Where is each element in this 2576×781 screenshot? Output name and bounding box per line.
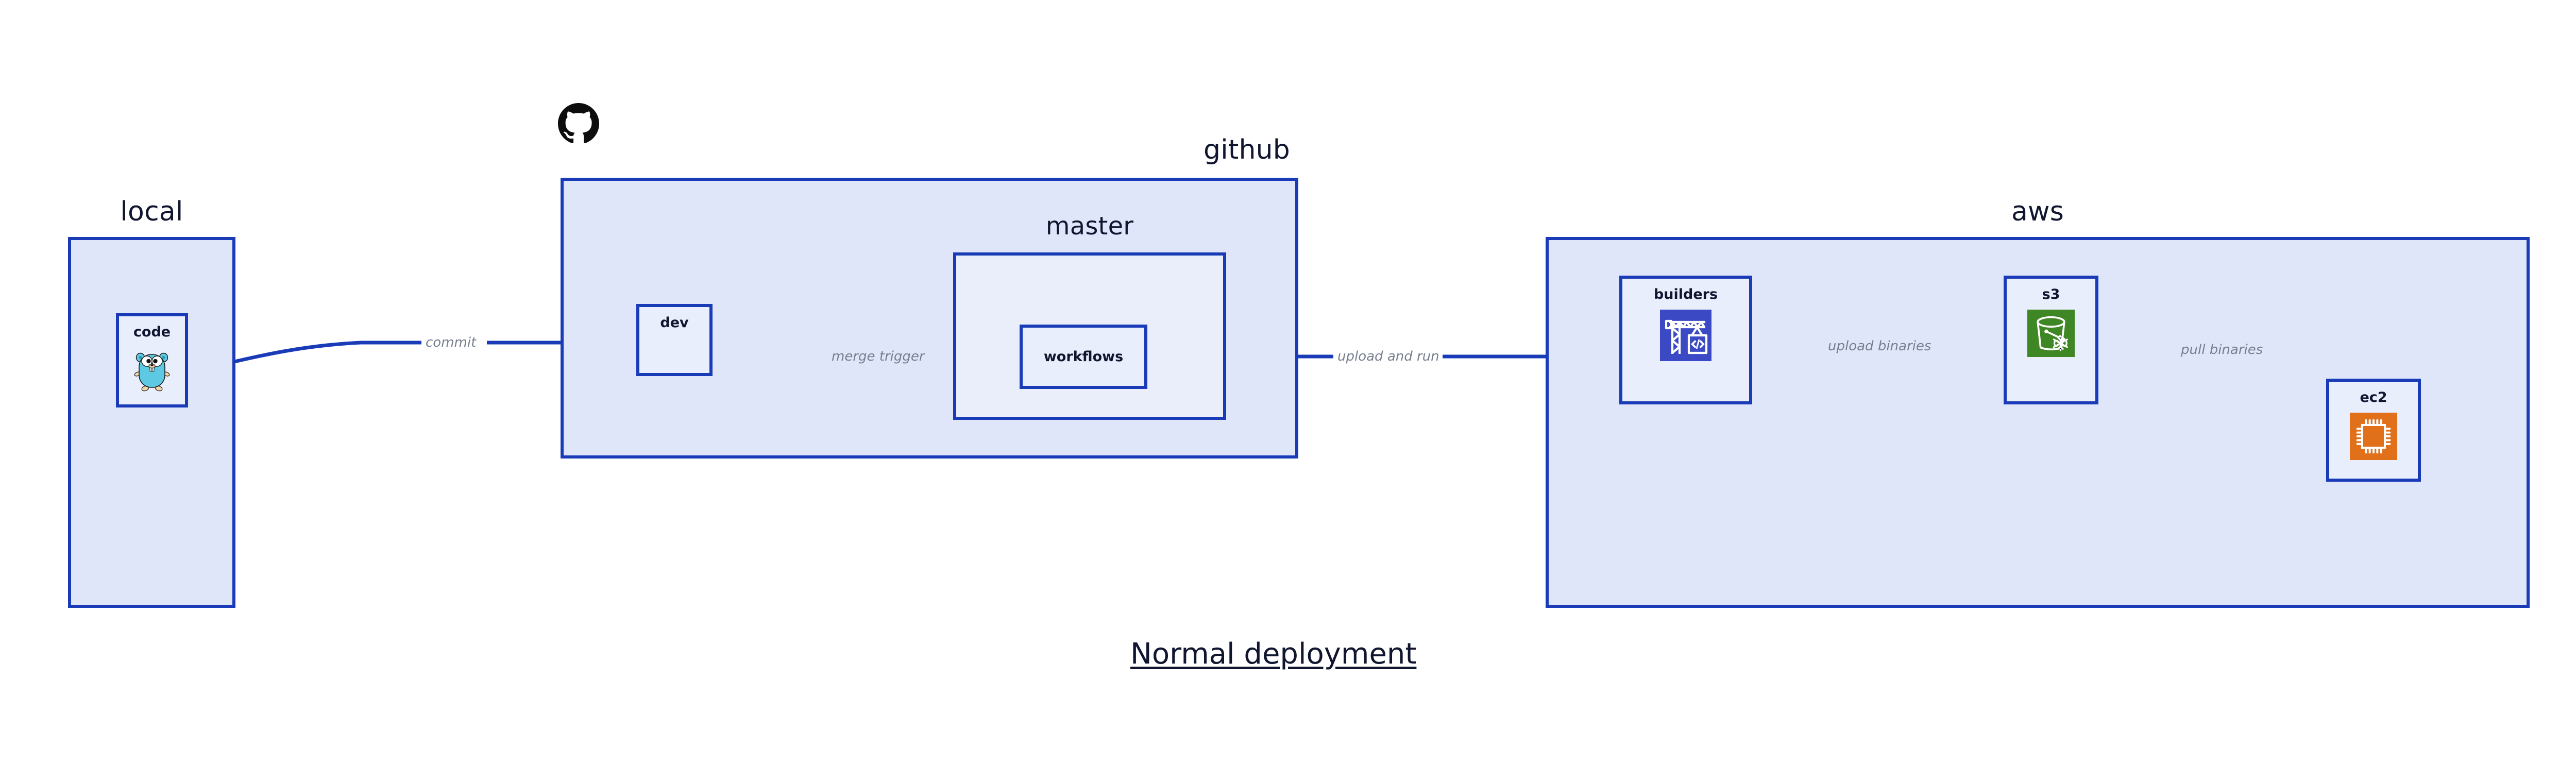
aws-ec2-chip-icon	[2350, 413, 2397, 460]
edge-label-upload-and-run: upload and run	[1337, 349, 1439, 364]
go-gopher-icon	[133, 347, 171, 392]
github-octocat-logo	[558, 103, 599, 144]
group-label-local: local	[120, 196, 183, 227]
node-label-dev: dev	[660, 315, 689, 331]
group-label-aws: aws	[2011, 196, 2064, 227]
node-workflows[interactable]: workflows	[1020, 325, 1147, 389]
node-code[interactable]: code	[116, 313, 188, 408]
node-builders[interactable]: builders	[1619, 276, 1752, 404]
edge-label-pull-binaries: pull binaries	[2181, 342, 2263, 358]
aws-codebuild-icon	[1660, 310, 1711, 361]
aws-s3-glacier-icon	[2027, 310, 2075, 357]
node-s3[interactable]: s3	[2004, 276, 2098, 404]
edge-label-upload-binaries: upload binaries	[1828, 338, 1931, 354]
subgroup-label-master: master	[1045, 212, 1134, 241]
edge-label-merge-trigger: merge trigger	[832, 349, 925, 364]
diagram-title: Normal deployment	[1130, 637, 1417, 671]
node-label-builders: builders	[1653, 286, 1718, 302]
edge-label-commit: commit	[426, 335, 477, 350]
group-label-github: github	[1204, 134, 1290, 165]
node-label-code: code	[133, 324, 171, 340]
node-label-ec2: ec2	[2360, 389, 2387, 405]
node-dev[interactable]: dev	[636, 304, 713, 376]
node-label-workflows: workflows	[1043, 349, 1124, 365]
node-label-s3: s3	[2042, 286, 2060, 302]
group-local	[68, 237, 235, 608]
node-ec2[interactable]: ec2	[2326, 379, 2421, 482]
